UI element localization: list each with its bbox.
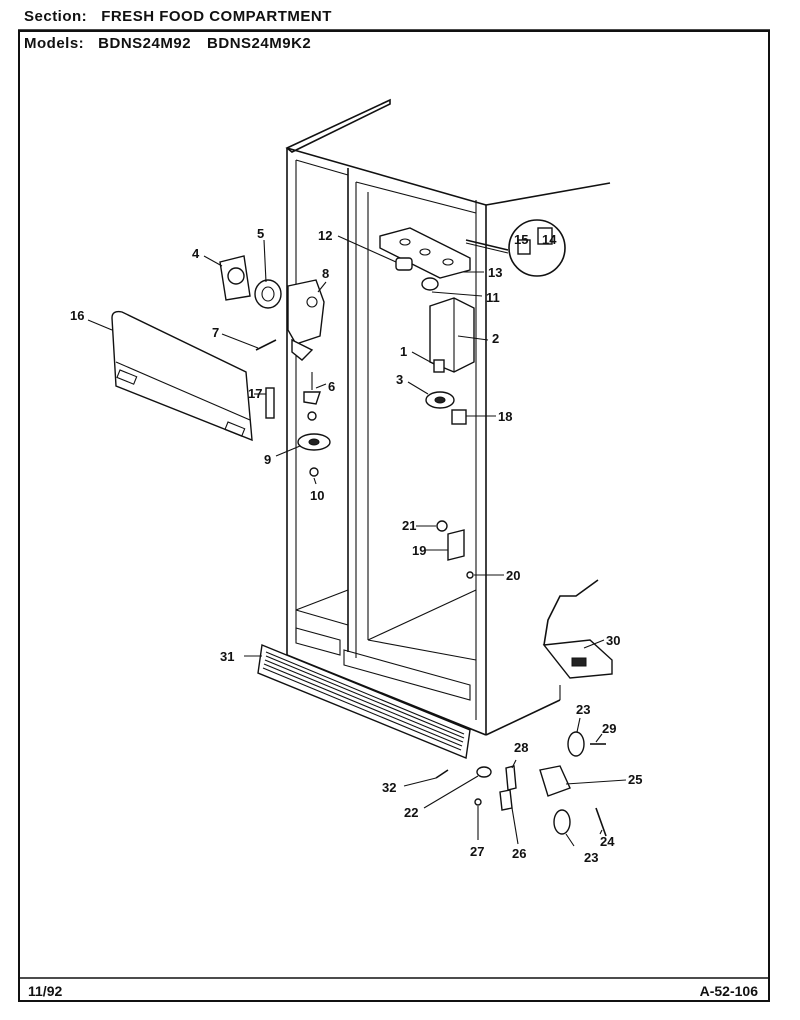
- callout-2: 2: [492, 331, 499, 346]
- part-6: [303, 391, 321, 405]
- part-14: [537, 227, 553, 245]
- part-21: [436, 520, 448, 532]
- callout-8: 8: [322, 266, 329, 281]
- callout-15: 15: [514, 232, 528, 247]
- part-25: [539, 765, 571, 797]
- part-group-left: [219, 255, 331, 477]
- callout-14: 14: [542, 232, 557, 247]
- callout-9: 9: [264, 452, 271, 467]
- part-11: [421, 277, 439, 291]
- part-30-break-line: [543, 579, 599, 646]
- models-header: Models: BDNS24M92 BDNS24M9K2: [24, 35, 311, 52]
- callout-27: 27: [470, 844, 484, 859]
- callout-32: 32: [382, 780, 396, 795]
- callout-26: 26: [512, 846, 526, 861]
- callout-12: 12: [318, 228, 332, 243]
- cabinet: [285, 98, 611, 736]
- part-5: [254, 279, 282, 309]
- callout-23-lower: 23: [584, 850, 598, 865]
- section-header: Section: FRESH FOOD COMPARTMENT: [24, 8, 332, 25]
- control-cover: [111, 310, 253, 442]
- diagram-frame: [18, 30, 770, 1002]
- part-27: [474, 798, 482, 806]
- date-code: 11/92: [28, 983, 63, 999]
- callout-1: 1: [400, 344, 407, 359]
- part-26: [499, 789, 513, 811]
- part-group-upper-right: [379, 219, 566, 291]
- part-17: [265, 387, 275, 419]
- part-32: [435, 769, 449, 779]
- callout-24: 24: [600, 834, 615, 849]
- detail-circle: [508, 219, 566, 277]
- part-group-middle-right: [425, 297, 475, 425]
- cabinet-top-edge-left: [285, 98, 391, 153]
- callout-30: 30: [606, 633, 620, 648]
- callout-21: 21: [402, 518, 416, 533]
- part-24: [595, 807, 607, 837]
- callout-28: 28: [514, 740, 528, 755]
- callout-13: 13: [488, 265, 502, 280]
- callout-5: 5: [257, 226, 264, 241]
- callout-31: 31: [220, 649, 234, 664]
- callout-19: 19: [412, 543, 426, 558]
- leader-lines: [87, 235, 627, 847]
- part-18: [451, 409, 467, 425]
- callout-11: 11: [486, 290, 500, 305]
- model-1: BDNS24M92: [98, 35, 192, 52]
- part-13: [379, 227, 471, 279]
- part-1: [433, 359, 445, 373]
- callout-18: 18: [498, 409, 512, 424]
- part-8: [287, 279, 325, 345]
- part-23-upper: [567, 731, 585, 757]
- section-value: FRESH FOOD COMPARTMENT: [101, 8, 332, 25]
- callout-22: 22: [404, 805, 418, 820]
- models-label: Models:: [24, 35, 85, 52]
- section-label: Section:: [24, 8, 88, 25]
- callout-4: 4: [192, 246, 200, 261]
- drawing-number: A-52-106: [699, 983, 758, 999]
- part-19: [447, 529, 465, 561]
- part-15: [517, 239, 531, 255]
- callouts: 4 5 8 16 7 17 6 9 10 12 13 15 14 11 2 1 …: [70, 226, 642, 865]
- bottom-grille: [257, 644, 471, 759]
- callout-7: 7: [212, 325, 219, 340]
- callout-20: 20: [506, 568, 520, 583]
- part-22: [476, 766, 492, 778]
- callout-29: 29: [602, 721, 616, 736]
- part-20: [466, 571, 474, 579]
- callout-3: 3: [396, 372, 403, 387]
- part-10: [309, 467, 319, 477]
- model-2: BDNS24M9K2: [207, 35, 312, 52]
- part-12: [395, 257, 413, 271]
- callout-25: 25: [628, 772, 642, 787]
- cabinet-top-edge-right: [485, 182, 611, 206]
- part-group-lower-right: [435, 579, 613, 837]
- callout-6: 6: [328, 379, 335, 394]
- callout-17: 17: [248, 386, 262, 401]
- part-23-lower: [553, 809, 571, 835]
- callout-10: 10: [310, 488, 324, 503]
- callout-16: 16: [70, 308, 84, 323]
- part-7: [255, 339, 277, 351]
- callout-23-upper: 23: [576, 702, 590, 717]
- part-28: [505, 765, 517, 791]
- part-group-hinge: [436, 520, 474, 579]
